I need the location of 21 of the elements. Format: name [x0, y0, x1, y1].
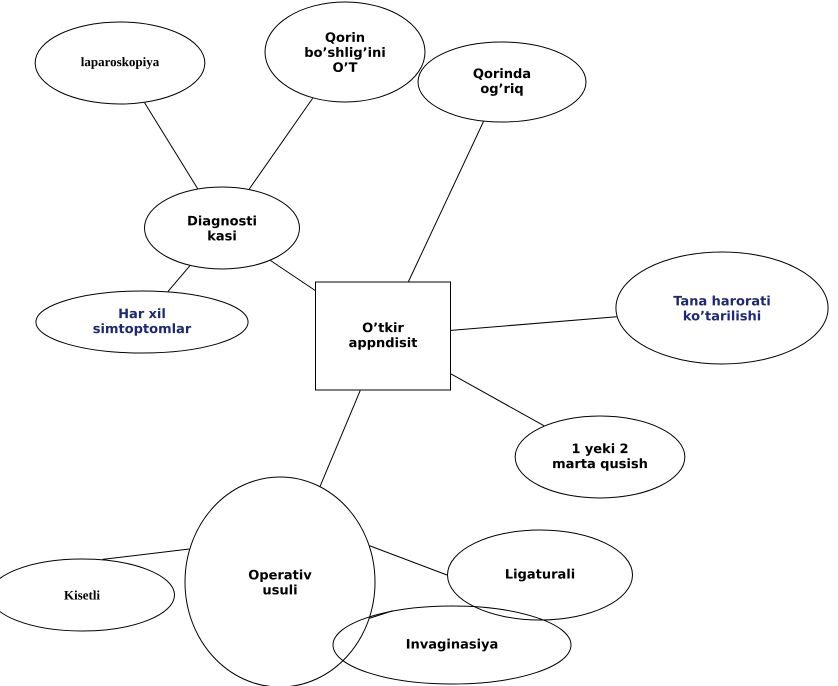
connector-line: [102, 548, 190, 560]
ellipse-node: Ligaturali: [447, 530, 633, 620]
ellipse-node: Tana harorati ko’tarilishi: [615, 252, 829, 364]
connector-line: [144, 102, 198, 190]
connector-line: [369, 610, 394, 619]
connector-line: [369, 545, 448, 576]
ellipse-node: Har xil simtoptomlar: [35, 290, 249, 354]
connector-line: [248, 98, 314, 190]
connector-line: [450, 316, 618, 331]
ellipse-node: 1 yeki 2 marta qusish: [514, 416, 686, 498]
connector-line: [320, 390, 361, 487]
connector-line: [270, 260, 316, 291]
connector-line: [450, 373, 544, 426]
central-box: O’tkir appndisit: [315, 282, 451, 390]
ellipse-node: Diagnosti kasi: [144, 186, 300, 270]
ellipse-node: laparoskopiya: [34, 22, 206, 104]
ellipse-node: Qorinda og’riq: [418, 42, 586, 122]
ellipse-node: Qorin bo’shlig’ini O’T: [264, 2, 426, 102]
connector-line: [168, 265, 190, 292]
connector-line: [408, 121, 484, 282]
ellipse-node: Invaginasiya: [332, 606, 572, 684]
